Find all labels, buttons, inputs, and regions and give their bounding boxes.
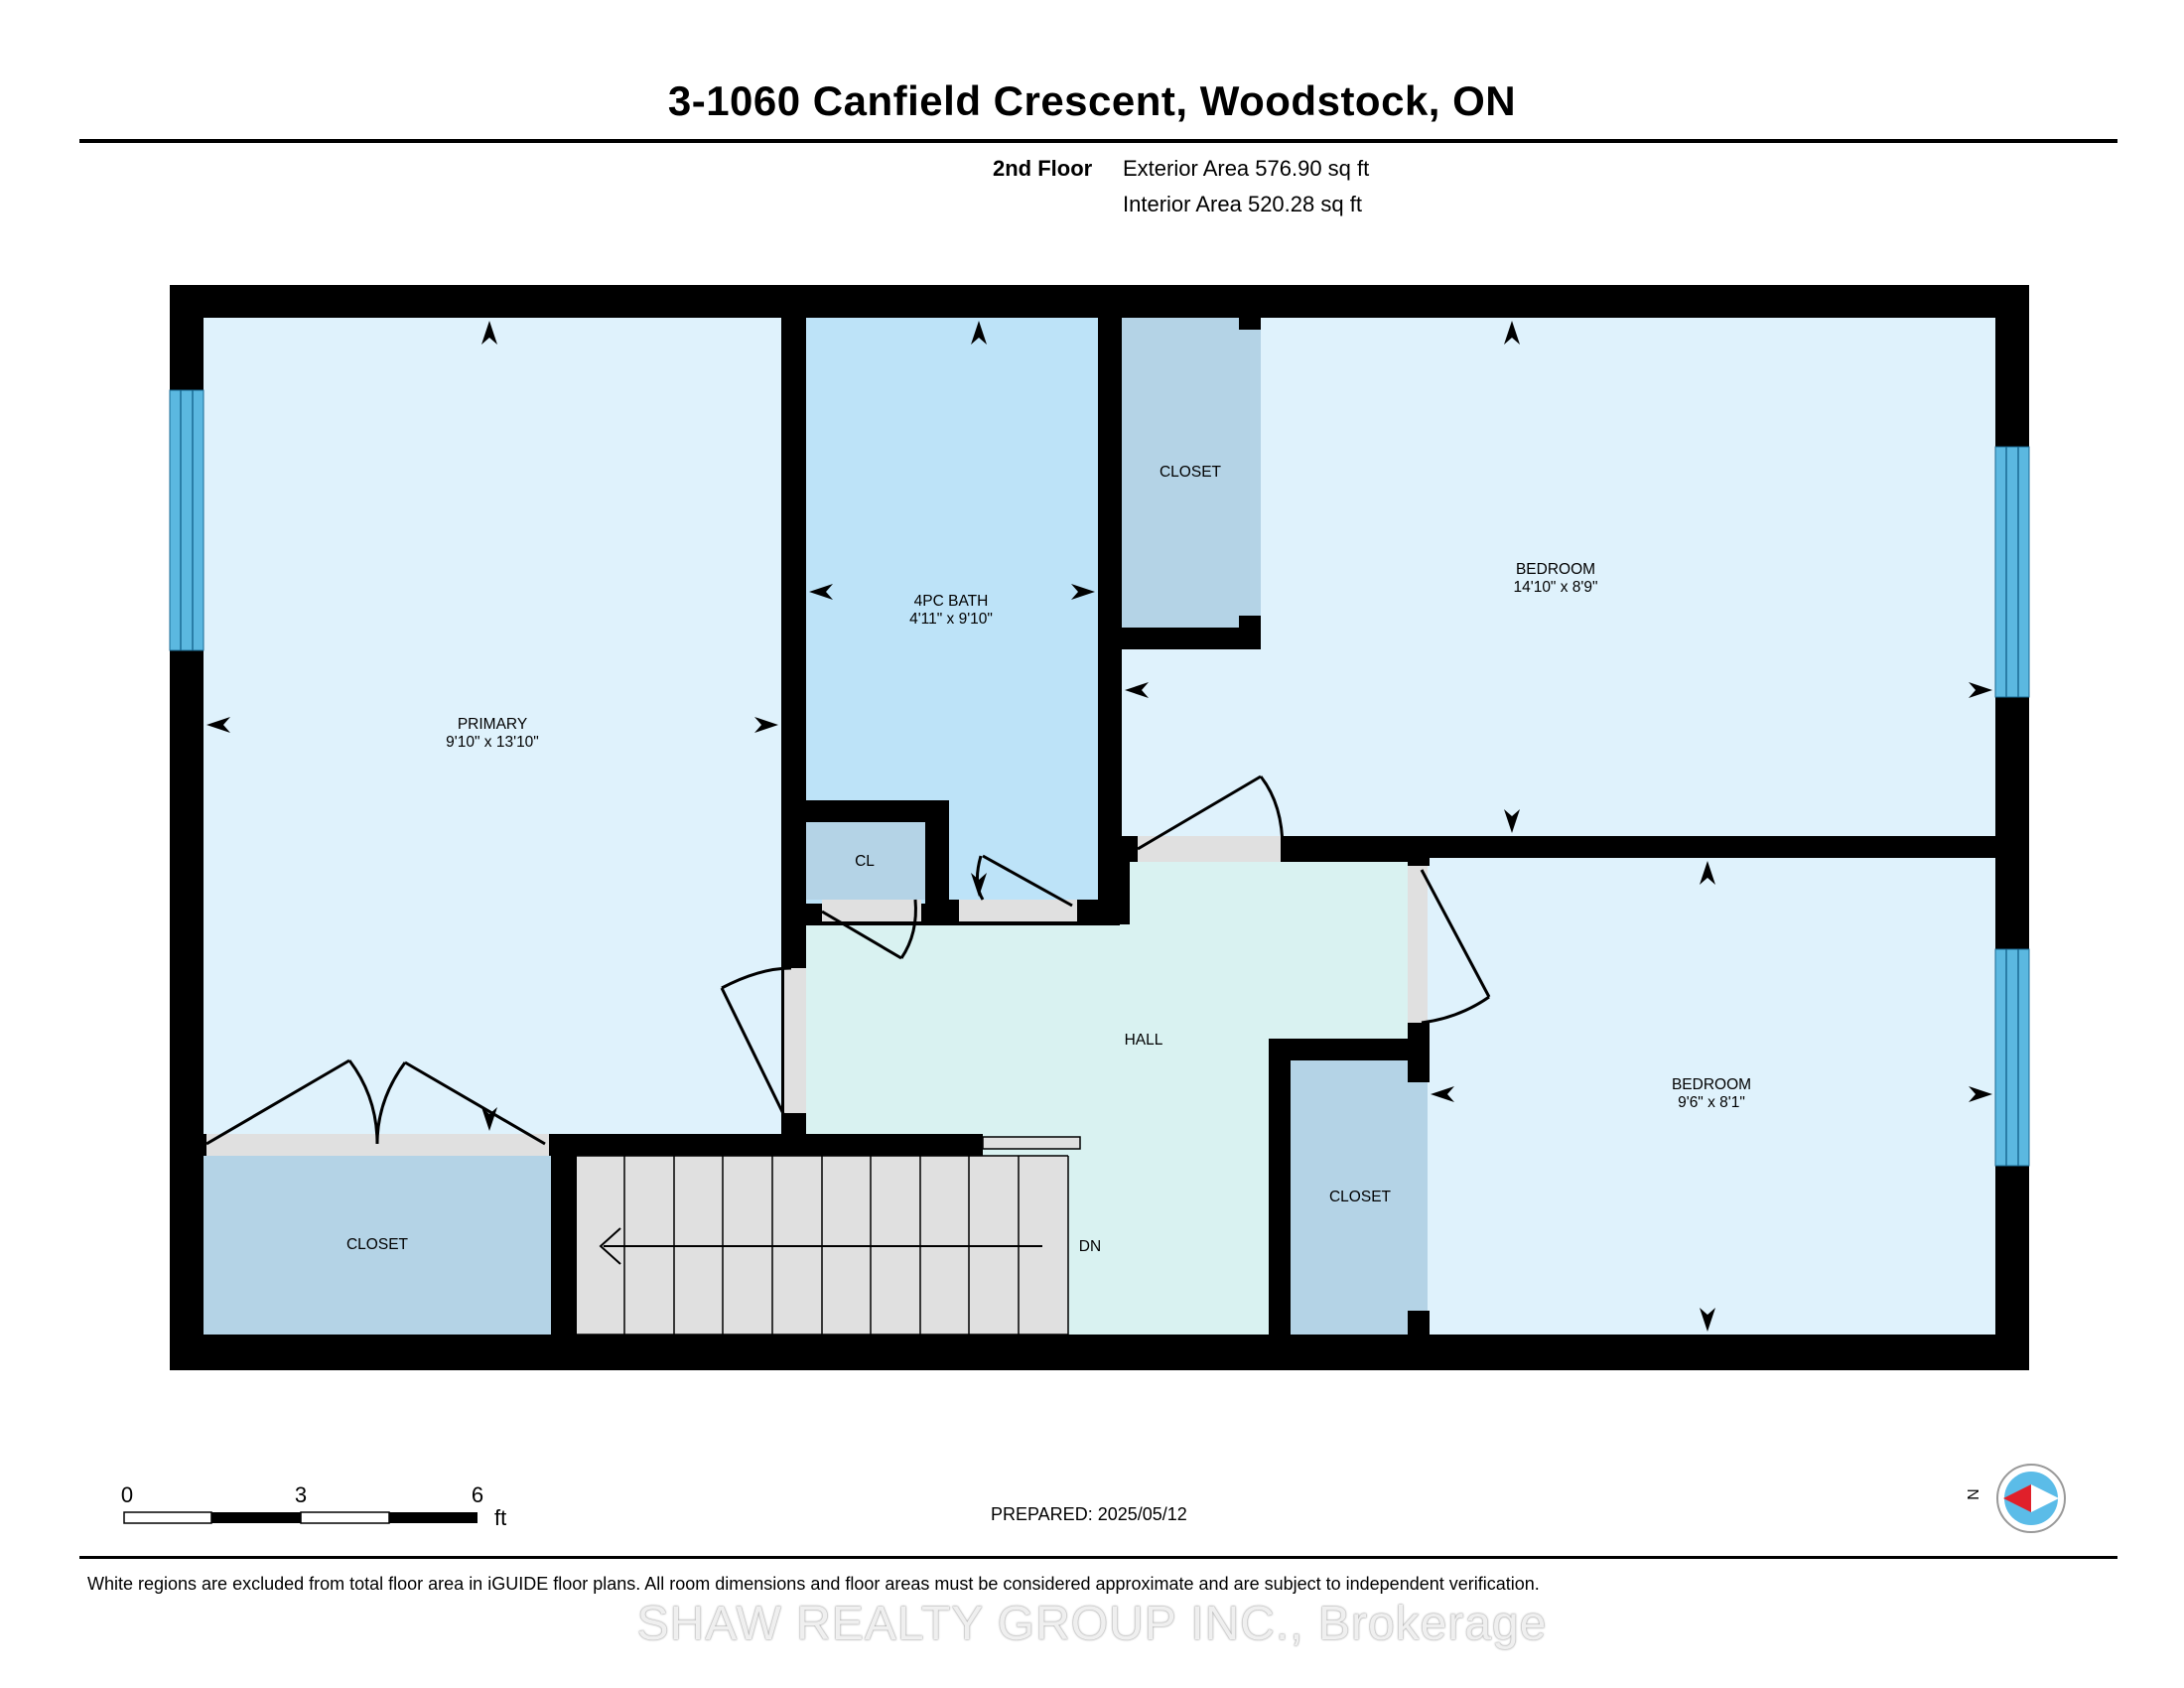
floor-name: 2nd Floor <box>993 156 1093 181</box>
room-label-closet-bedroom-2: CLOSET <box>1328 1189 1392 1205</box>
window-primary <box>169 389 205 651</box>
room-label-cl: CL <box>855 853 875 870</box>
scale-tick-0: 0 <box>120 1482 134 1507</box>
exterior-area: Exterior Area 576.90 sq ft <box>1123 156 1370 181</box>
window-bedroom-1 <box>1994 446 2030 698</box>
page-title: 3-1060 Canfield Crescent, Woodstock, ON <box>667 77 1517 124</box>
disclaimer: White regions are excluded from total fl… <box>87 1574 1540 1594</box>
window-bedroom-2 <box>1994 948 2030 1167</box>
scale-unit: ft <box>494 1505 507 1530</box>
compass-icon <box>1996 1464 2066 1533</box>
bedroom-2-room[interactable] <box>1428 858 1995 1335</box>
interior-area: Interior Area 520.28 sq ft <box>1123 192 1362 216</box>
prepared-date: PREPARED: 2025/05/12 <box>991 1504 1187 1524</box>
watermark: SHAW REALTY GROUP INC., Brokerage <box>636 1598 1548 1650</box>
wall-primary-bath <box>781 316 806 916</box>
room-label-closet-primary: CLOSET <box>345 1236 409 1253</box>
primary-room[interactable] <box>204 318 781 1134</box>
room-label-hall: HALL <box>1124 1032 1163 1049</box>
compass-letter: N <box>1963 1488 1980 1500</box>
scale-tick-3: 3 <box>294 1482 308 1507</box>
scale-tick-6: 6 <box>471 1482 484 1507</box>
cl-closet[interactable] <box>804 822 925 900</box>
closet-bedroom-2[interactable] <box>1291 1060 1428 1335</box>
room-label-closet-top: CLOSET <box>1159 464 1222 481</box>
header-divider <box>79 139 2117 143</box>
bedroom-1-room[interactable] <box>1122 318 1995 836</box>
stairs-label: DN <box>1078 1238 1102 1255</box>
scale-bar <box>123 1511 478 1524</box>
closet-primary[interactable] <box>204 1156 551 1335</box>
footer-divider <box>79 1556 2117 1559</box>
